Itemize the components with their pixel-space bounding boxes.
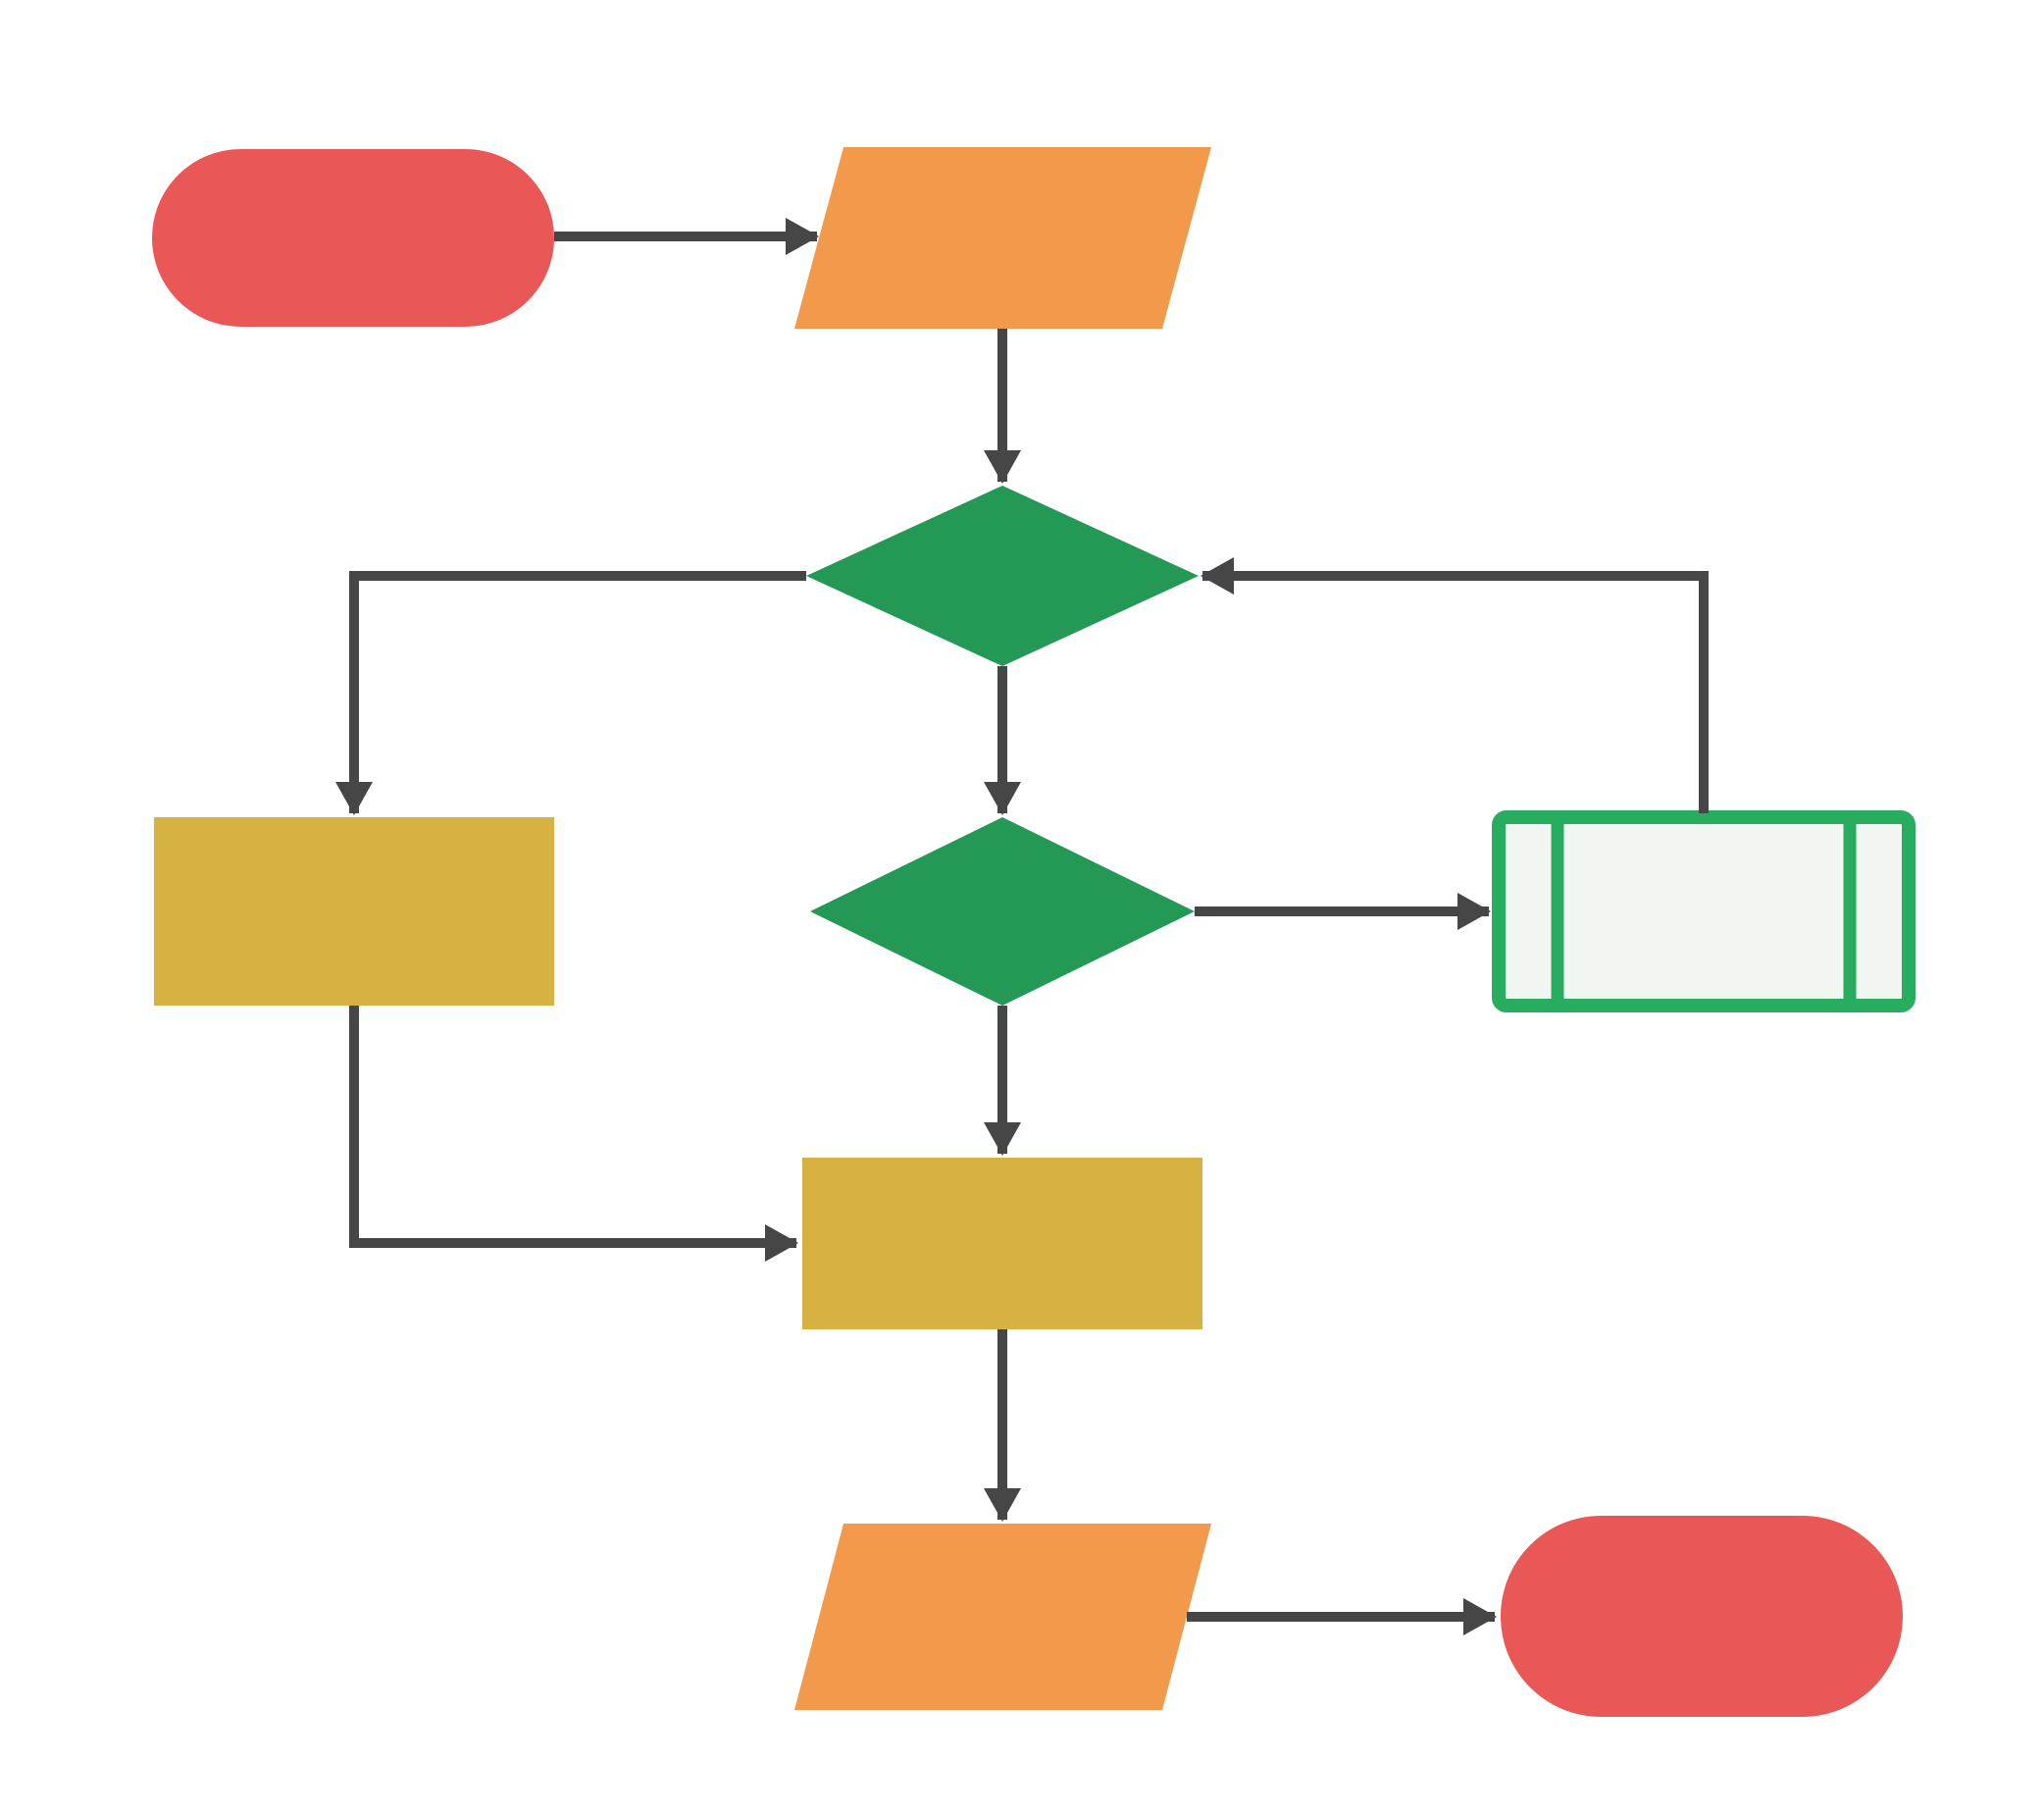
end-terminator-node (1501, 1516, 1903, 1717)
input-io-node (794, 147, 1211, 329)
input-io-shape (794, 147, 1211, 329)
predefined-process-node (1492, 810, 1916, 1012)
decision1-to-process-left-connector (335, 571, 806, 815)
decision-1-shape (806, 486, 1199, 666)
connectors-layer (335, 218, 1709, 1635)
process-center-shape (802, 1158, 1202, 1329)
output-io-shape (794, 1524, 1211, 1710)
process-left-to-process-center-connector (349, 1006, 798, 1262)
end-terminator-shape (1501, 1516, 1903, 1717)
start-terminator-node (152, 149, 554, 327)
decision-2-node (810, 817, 1195, 1006)
predefined-process-shape (1492, 810, 1916, 1012)
output-io-node (794, 1524, 1211, 1710)
nodes-layer (152, 147, 1916, 1717)
decision-1-node (806, 486, 1199, 666)
decision-2-shape (810, 817, 1195, 1006)
start-terminator-shape (152, 149, 554, 327)
process-center-node (802, 1158, 1202, 1329)
process-left-node (154, 817, 554, 1006)
predefined-to-decision1-connector (1201, 557, 1709, 813)
process-left-shape (154, 817, 554, 1006)
